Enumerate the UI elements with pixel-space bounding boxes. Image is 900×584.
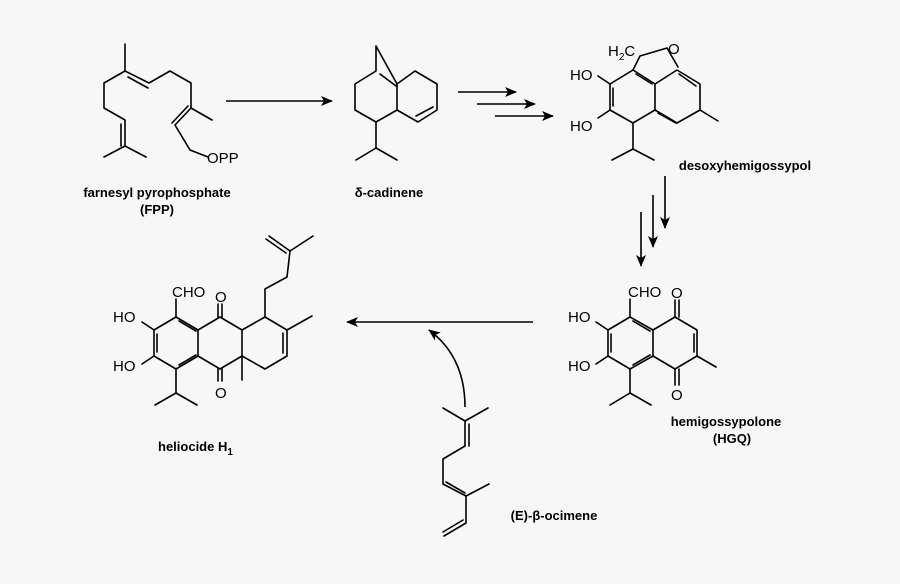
heliocide-structure <box>141 235 314 406</box>
desoxy-structure <box>597 47 719 161</box>
heliocide-o-top: O <box>215 289 227 306</box>
heliocide-name: heliocide H1 <box>158 439 233 458</box>
hgq-ho-2: HO <box>568 358 591 375</box>
desoxy-ho-1: HO <box>570 67 593 84</box>
fpp-name: farnesyl pyrophosphate <box>83 185 230 200</box>
hgq-abbrev: (HGQ) <box>713 431 751 446</box>
hgq-name: hemigossypolone <box>671 414 782 429</box>
heliocide-ho-2: HO <box>113 358 136 375</box>
opp-label: OPP <box>207 150 239 167</box>
hgq-structure <box>595 298 717 406</box>
fpp-abbrev: (FPP) <box>140 202 174 217</box>
fpp-structure <box>103 43 213 158</box>
desoxy-ho-2: HO <box>570 118 593 135</box>
hgq-cho-label: CHO <box>628 284 661 301</box>
cadinene-name: δ-cadinene <box>355 185 424 200</box>
hgq-o-top: O <box>671 285 683 302</box>
heliocide-o-bottom: O <box>215 385 227 402</box>
desoxy-h2c-label: H2C <box>608 43 635 63</box>
heliocide-ho-1: HO <box>113 309 136 326</box>
arrow-ocimene-curved <box>428 329 466 408</box>
heliocide-cho-label: CHO <box>172 284 205 301</box>
desoxy-o-label: O <box>668 41 680 58</box>
hgq-o-bottom: O <box>671 387 683 404</box>
ocimene-name: (E)-β-ocimene <box>511 508 598 523</box>
cadinene-structure <box>354 45 438 161</box>
ocimene-structure <box>442 407 490 537</box>
hgq-ho-1: HO <box>568 309 591 326</box>
desoxy-name: desoxyhemigossypol <box>679 158 811 173</box>
